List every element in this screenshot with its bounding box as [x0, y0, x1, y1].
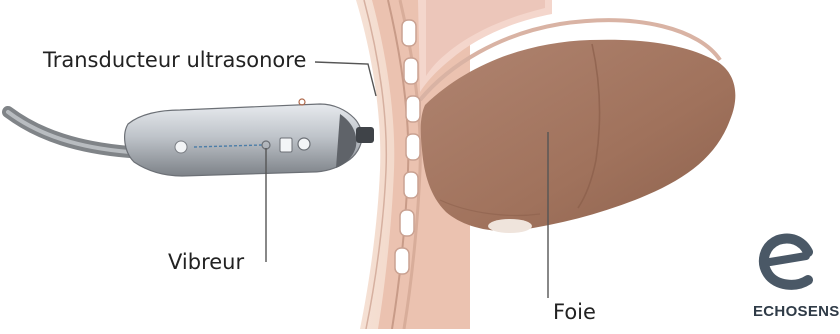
label-transducer: Transducteur ultrasonore	[43, 50, 306, 71]
transducer-probe	[125, 99, 374, 176]
leader-transducer	[315, 62, 376, 96]
probe-cable	[8, 112, 130, 152]
echosens-logo-mark	[764, 239, 808, 285]
echosens-logo-text: ECHOSENS	[753, 303, 840, 320]
label-vibrator: Vibreur	[168, 252, 244, 273]
label-liver: Foie	[553, 302, 596, 323]
